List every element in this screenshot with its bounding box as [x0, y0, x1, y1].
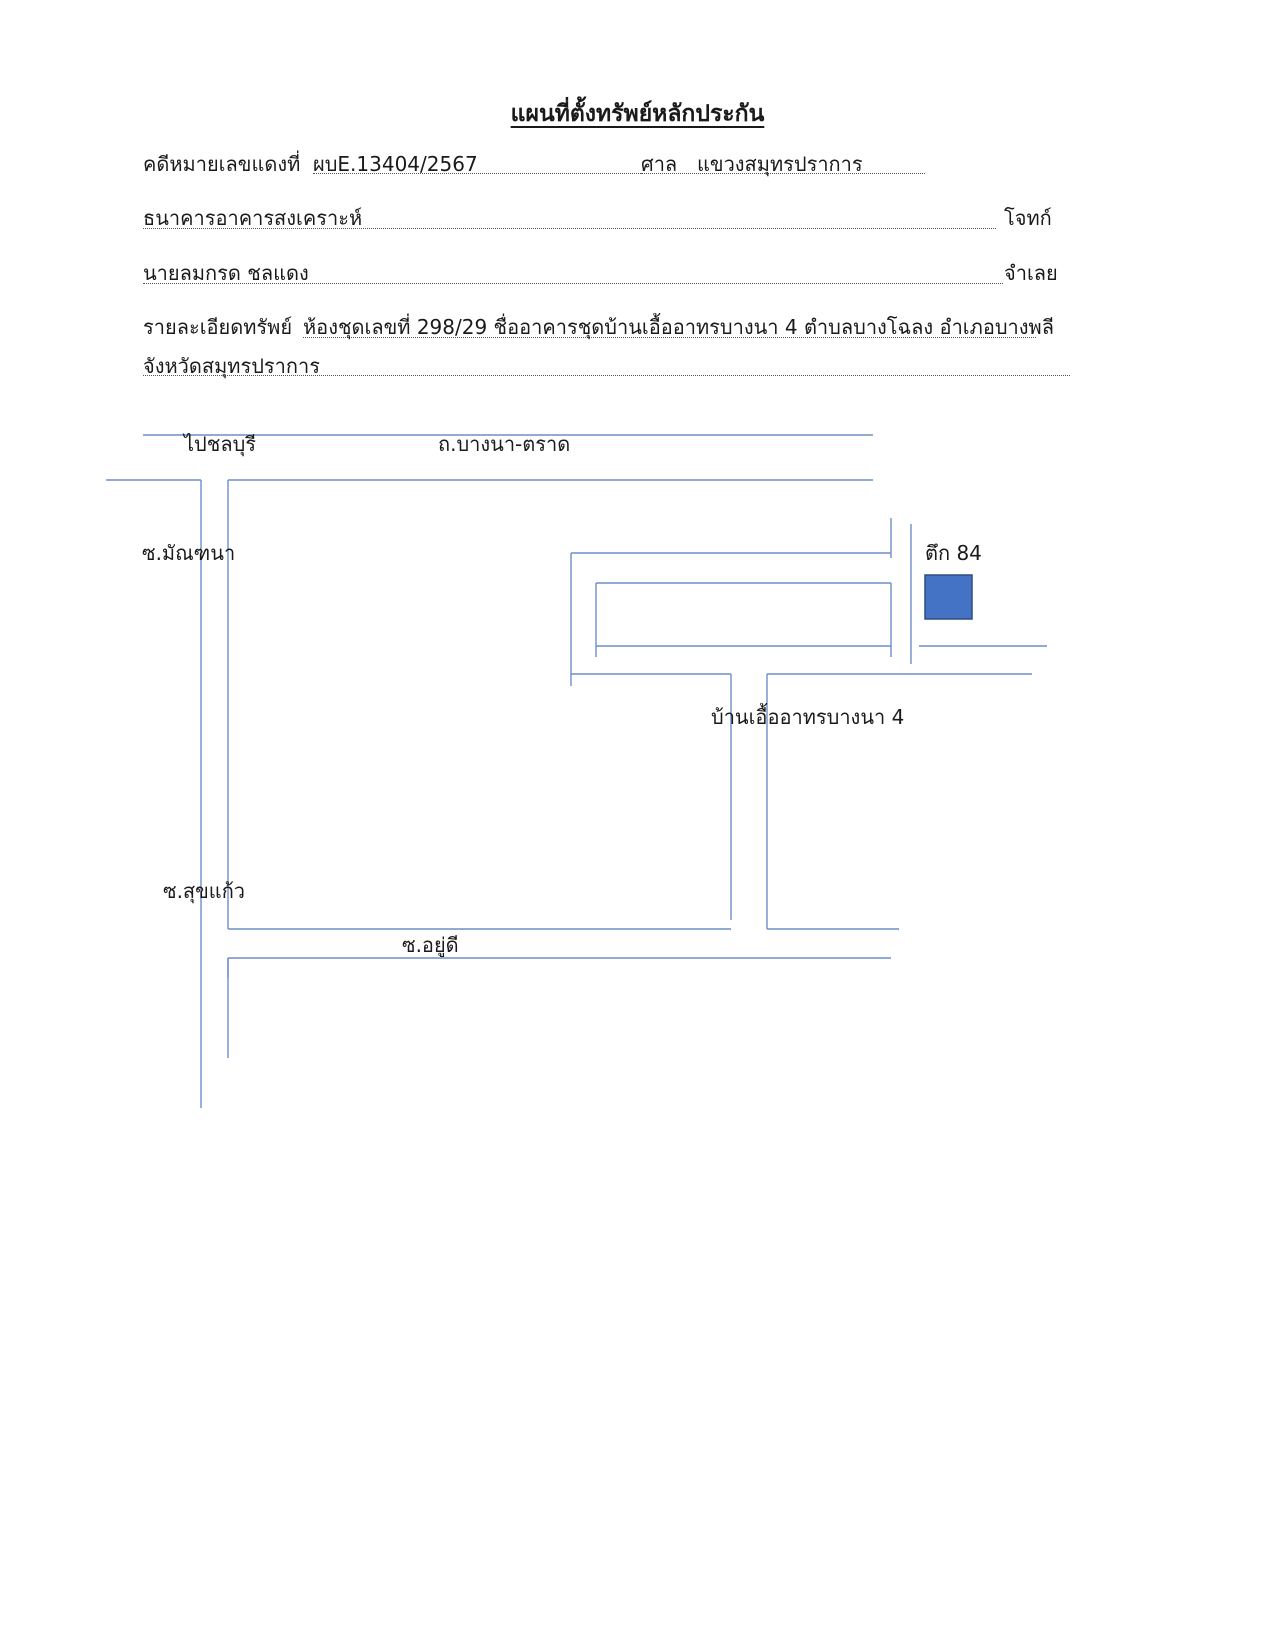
property-label: รายละเอียดทรัพย์: [143, 315, 293, 339]
plaintiff-name: ธนาคารอาคารสงเคราะห์: [143, 206, 363, 230]
document-title: แผนที่ตั้งทรัพย์หลักประกัน: [510, 101, 765, 127]
defendant-role: จำเลย: [1004, 261, 1058, 285]
label-bangna-trat-road: ถ.บางนา-ตราด: [438, 432, 571, 456]
label-to-chonburi: ไปชลบุรี: [184, 432, 257, 456]
case-number: ผบE.13404/2567: [313, 152, 478, 176]
label-project-name: บ้านเอื้ออาทรบางนา 4: [711, 705, 905, 729]
label-soi-manthana: ซ.มัณฑนา: [142, 541, 236, 565]
label-soi-sukkaew: ซ.สุขแก้ว: [163, 879, 246, 903]
court-label: ศาล: [641, 152, 678, 176]
defendant-name: นายลมกรด ชลแดง: [143, 261, 309, 285]
property-dotline-1: [303, 337, 1036, 338]
property-line-2: จังหวัดสมุทรปราการ: [143, 354, 320, 378]
building-84-marker: [924, 574, 973, 620]
property-line-1: ห้องชุดเลขที่ 298/29 ชื่ออาคารชุดบ้านเอื…: [303, 315, 1054, 339]
property-dotline-2: [143, 375, 1070, 376]
plaintiff-dotline: [143, 228, 996, 229]
plaintiff-role: โจทก์: [1004, 206, 1052, 230]
label-building-84: ตึก 84: [925, 541, 982, 565]
court-name: แขวงสมุทรปราการ: [697, 152, 863, 176]
court-dotline: [641, 173, 925, 174]
case-number-dotline: [313, 173, 641, 174]
label-soi-yudee: ซ.อยู่ดี: [402, 933, 459, 957]
defendant-dotline: [143, 283, 1003, 284]
case-label: คดีหมายเลขแดงที่: [143, 152, 301, 176]
